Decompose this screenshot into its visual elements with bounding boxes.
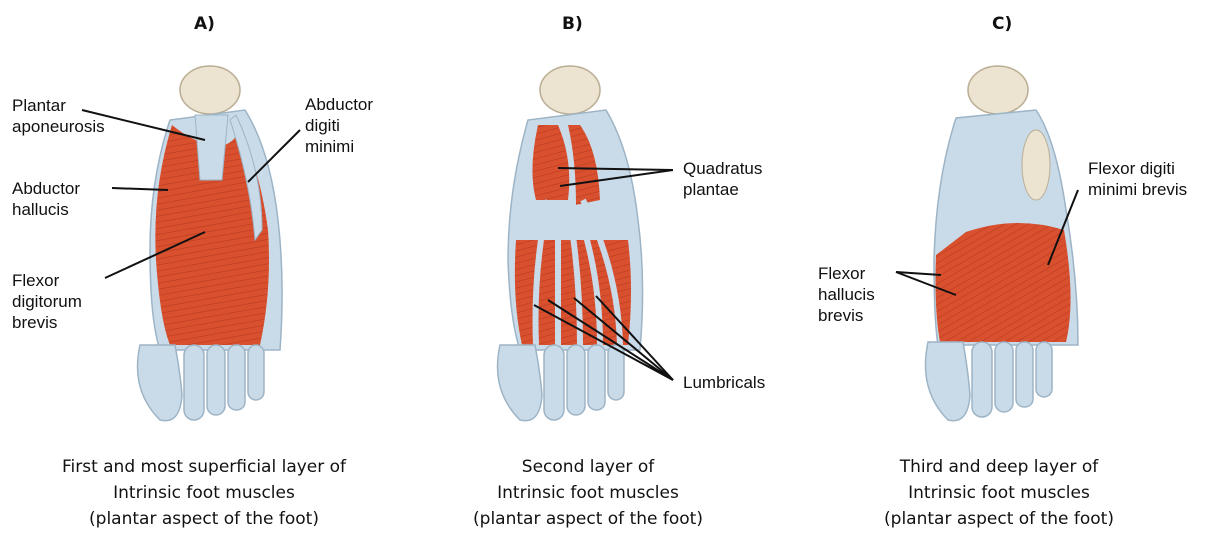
plantar-aponeurosis-tissue <box>195 115 228 180</box>
calcaneus-bone <box>180 66 240 114</box>
deep-muscle-mass <box>936 223 1071 342</box>
panel-a: A) Pl <box>0 0 408 543</box>
label-flexor-digiti-minimi-brevis: Flexor digiti minimi brevis <box>1088 158 1187 200</box>
toes <box>498 345 625 421</box>
label-plantar-aponeurosis: Plantar aponeurosis <box>12 95 105 137</box>
label-lumbricals: Lumbricals <box>683 372 765 393</box>
calcaneus-bone <box>968 66 1028 114</box>
label-abductor-hallucis: Abductor hallucis <box>12 178 80 220</box>
toes <box>138 345 265 421</box>
label-quadratus-plantae: Quadratus plantae <box>683 158 762 200</box>
panel-b: B) <box>408 0 816 543</box>
toes <box>926 342 1053 421</box>
caption-panel-a: First and most superficial layer of Intr… <box>0 454 408 532</box>
panel-c: C) Flexor digiti minimi brevis <box>816 0 1223 543</box>
caption-panel-c: Third and deep layer of Intrinsic foot m… <box>795 454 1203 532</box>
label-flexor-hallucis-brevis: Flexor hallucis brevis <box>818 263 875 326</box>
cuboid-bone <box>1022 130 1050 200</box>
label-abductor-digiti-minimi: Abductor digiti minimi <box>305 94 373 157</box>
calcaneus-bone <box>540 66 600 114</box>
caption-panel-b: Second layer of Intrinsic foot muscles (… <box>384 454 792 532</box>
foot-illustration-deep-layer <box>816 0 1223 440</box>
label-flexor-digitorum-brevis: Flexor digitorum brevis <box>12 270 82 333</box>
foot-illustration-superficial <box>0 0 408 440</box>
